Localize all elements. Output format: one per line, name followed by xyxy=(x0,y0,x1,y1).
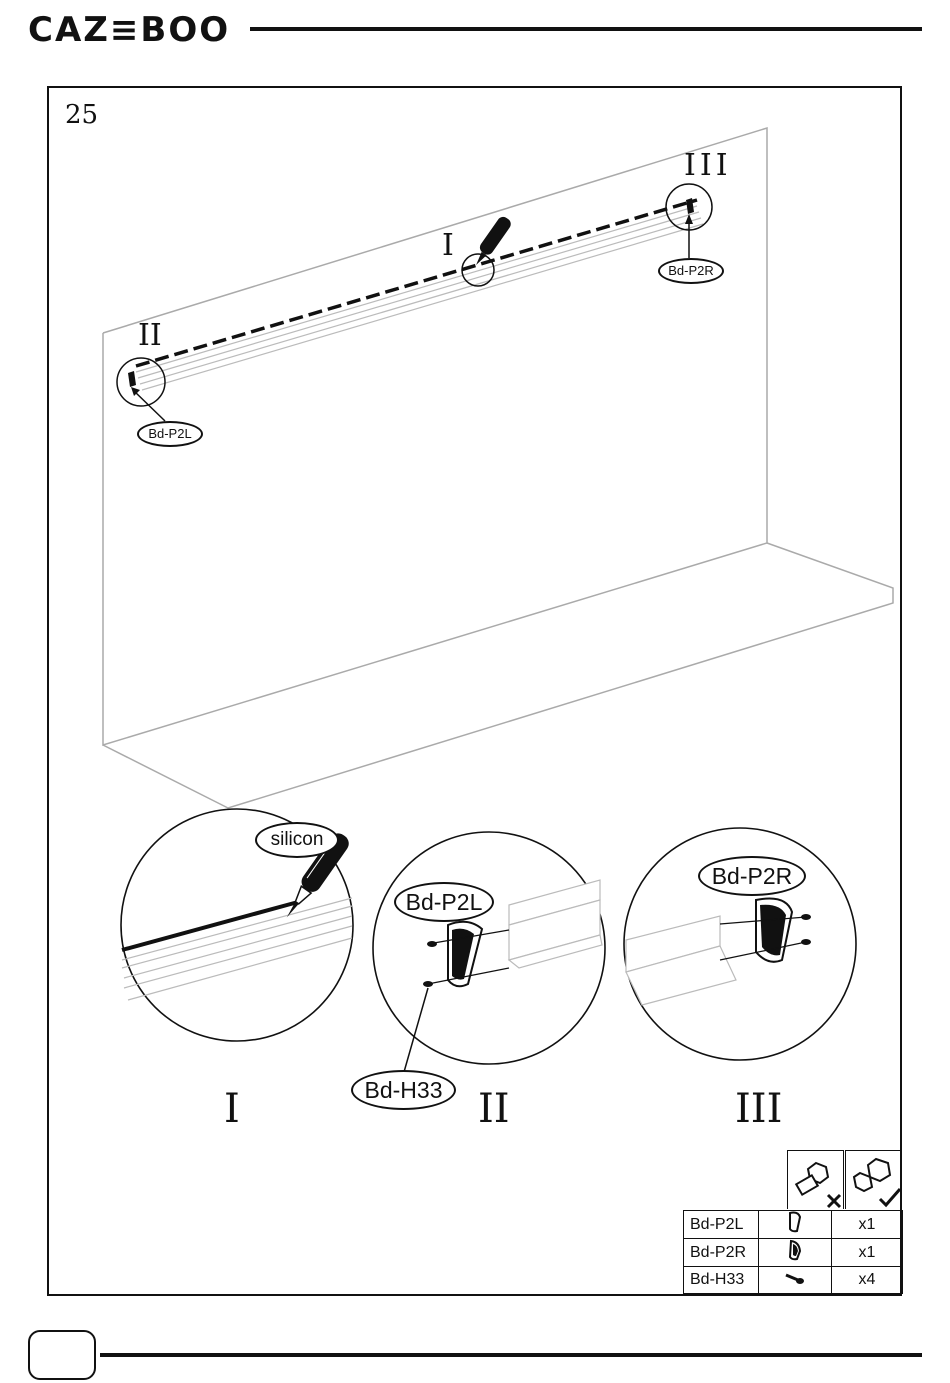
part-qty: x1 xyxy=(832,1239,903,1267)
detail-two-callout-top: Bd-P2L xyxy=(394,882,494,922)
parts-table: Bd-P2L x1 Bd-P2R x1 Bd-H33 x4 xyxy=(683,1210,903,1294)
part-qty: x4 xyxy=(832,1267,903,1294)
detail-three-callout: Bd-P2R xyxy=(698,856,806,896)
part-code: Bd-P2R xyxy=(684,1239,759,1267)
page-number-tab xyxy=(28,1330,96,1380)
top-rail xyxy=(136,206,703,390)
detail-one-numeral: I xyxy=(224,1086,240,1132)
screw-icon xyxy=(759,1267,832,1294)
part-code: Bd-H33 xyxy=(684,1267,759,1294)
detail-two-callout-bottom: Bd-H33 xyxy=(351,1070,456,1110)
detail-two-numeral: II xyxy=(478,1086,510,1132)
end-cap-left-small xyxy=(128,371,136,387)
part-qty: x1 xyxy=(832,1211,903,1239)
part-code: Bd-P2L xyxy=(684,1211,759,1239)
overview-label-right: Bd-P2R xyxy=(658,258,724,284)
table-row: Bd-P2R x1 xyxy=(684,1239,903,1267)
loose-bolt-cross-icon xyxy=(787,1150,844,1209)
detail-three-numeral: III xyxy=(735,1086,782,1132)
table-row: Bd-P2L x1 xyxy=(684,1211,903,1239)
overview-mark-two: II xyxy=(138,318,162,353)
silicon-dashed-line xyxy=(136,200,697,366)
footer-rule xyxy=(100,1353,922,1357)
table-row: Bd-H33 x4 xyxy=(684,1267,903,1294)
tightened-bolt-check-icon xyxy=(845,1150,902,1209)
end-cap-right-icon xyxy=(759,1239,832,1267)
overview-mark-one: I xyxy=(442,228,454,263)
detail-one-callout: silicon xyxy=(255,822,339,858)
detail-circle-one xyxy=(462,254,494,286)
end-cap-left-icon xyxy=(759,1211,832,1239)
overview-mark-three: III xyxy=(684,148,732,183)
detail-two-drawing xyxy=(373,832,605,1072)
overview-label-left: Bd-P2L xyxy=(137,421,203,447)
